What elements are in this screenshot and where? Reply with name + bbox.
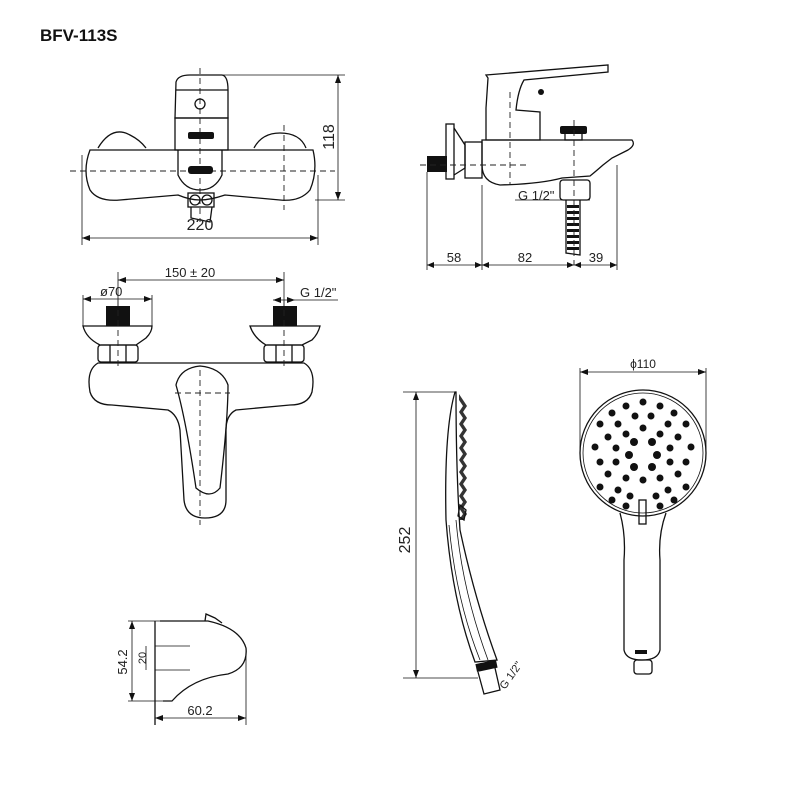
spray-nozzles (591, 398, 695, 510)
handshower-thread-label: G 1/2" (498, 660, 526, 692)
side-dim-82: 82 (518, 250, 532, 265)
handshower-diameter-label: ϕ110 (630, 357, 656, 371)
top-flange-diameter-label: ø70 (100, 284, 122, 299)
handshower-side-view (403, 391, 501, 695)
side-thread-label: G 1/2" (518, 188, 555, 203)
side-view (420, 64, 634, 270)
top-spacing-label: 150 ± 20 (165, 265, 216, 280)
front-width-label: 220 (187, 217, 214, 234)
front-view (70, 68, 345, 245)
side-dim-39: 39 (589, 250, 603, 265)
handshower-length-label: 252 (397, 527, 414, 554)
spout-depth-label: 60.2 (187, 703, 212, 718)
spout-height-label: 54.2 (115, 649, 130, 674)
spout-outlet-label: 20 (137, 652, 149, 664)
front-height-label: 118 (321, 124, 338, 150)
side-dim-58: 58 (447, 250, 461, 265)
spout-view (128, 613, 247, 725)
top-view (82, 272, 338, 525)
handshower-front-view (579, 368, 707, 675)
top-thread-label: G 1/2" (300, 285, 337, 300)
model-title: BFV-113S (40, 26, 118, 45)
